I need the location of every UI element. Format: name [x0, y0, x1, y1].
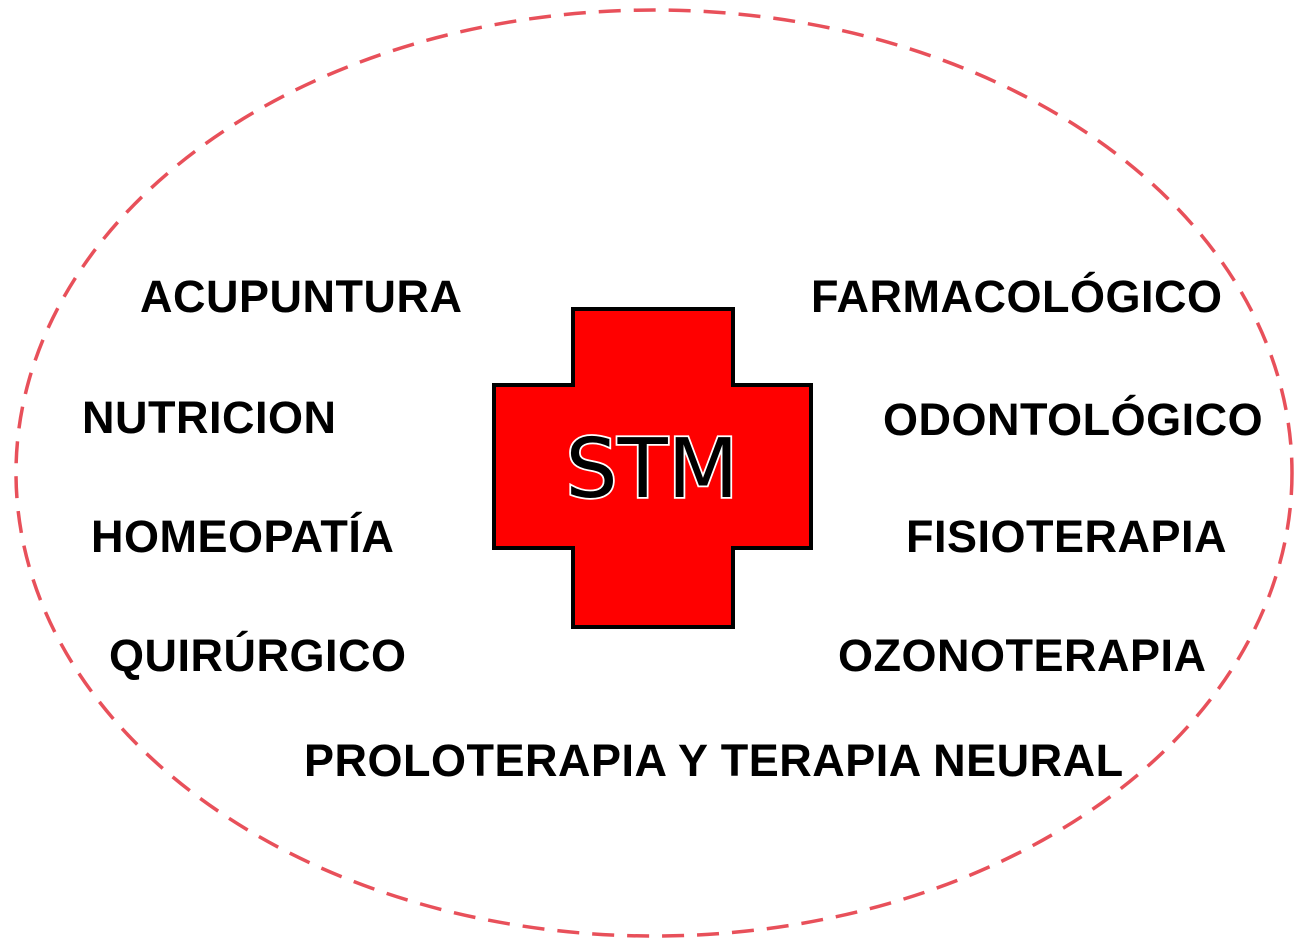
service-farmacologico: FARMACOLÓGICO	[811, 271, 1223, 322]
service-quirurgico: QUIRÚRGICO	[109, 630, 407, 681]
service-ozonoterapia: OZONOTERAPIA	[838, 630, 1207, 681]
service-odontologico: ODONTOLÓGICO	[883, 394, 1264, 445]
service-fisioterapia: FISIOTERAPIA	[906, 511, 1228, 562]
red-cross-icon	[492, 307, 813, 629]
service-proloterapia: PROLOTERAPIA Y TERAPIA NEURAL	[304, 735, 1124, 786]
logo-label: STM	[566, 422, 739, 517]
service-acupuntura: ACUPUNTURA	[140, 271, 463, 322]
service-homeopatia: HOMEOPATÍA	[91, 511, 395, 562]
service-nutricion: NUTRICION	[82, 392, 337, 443]
